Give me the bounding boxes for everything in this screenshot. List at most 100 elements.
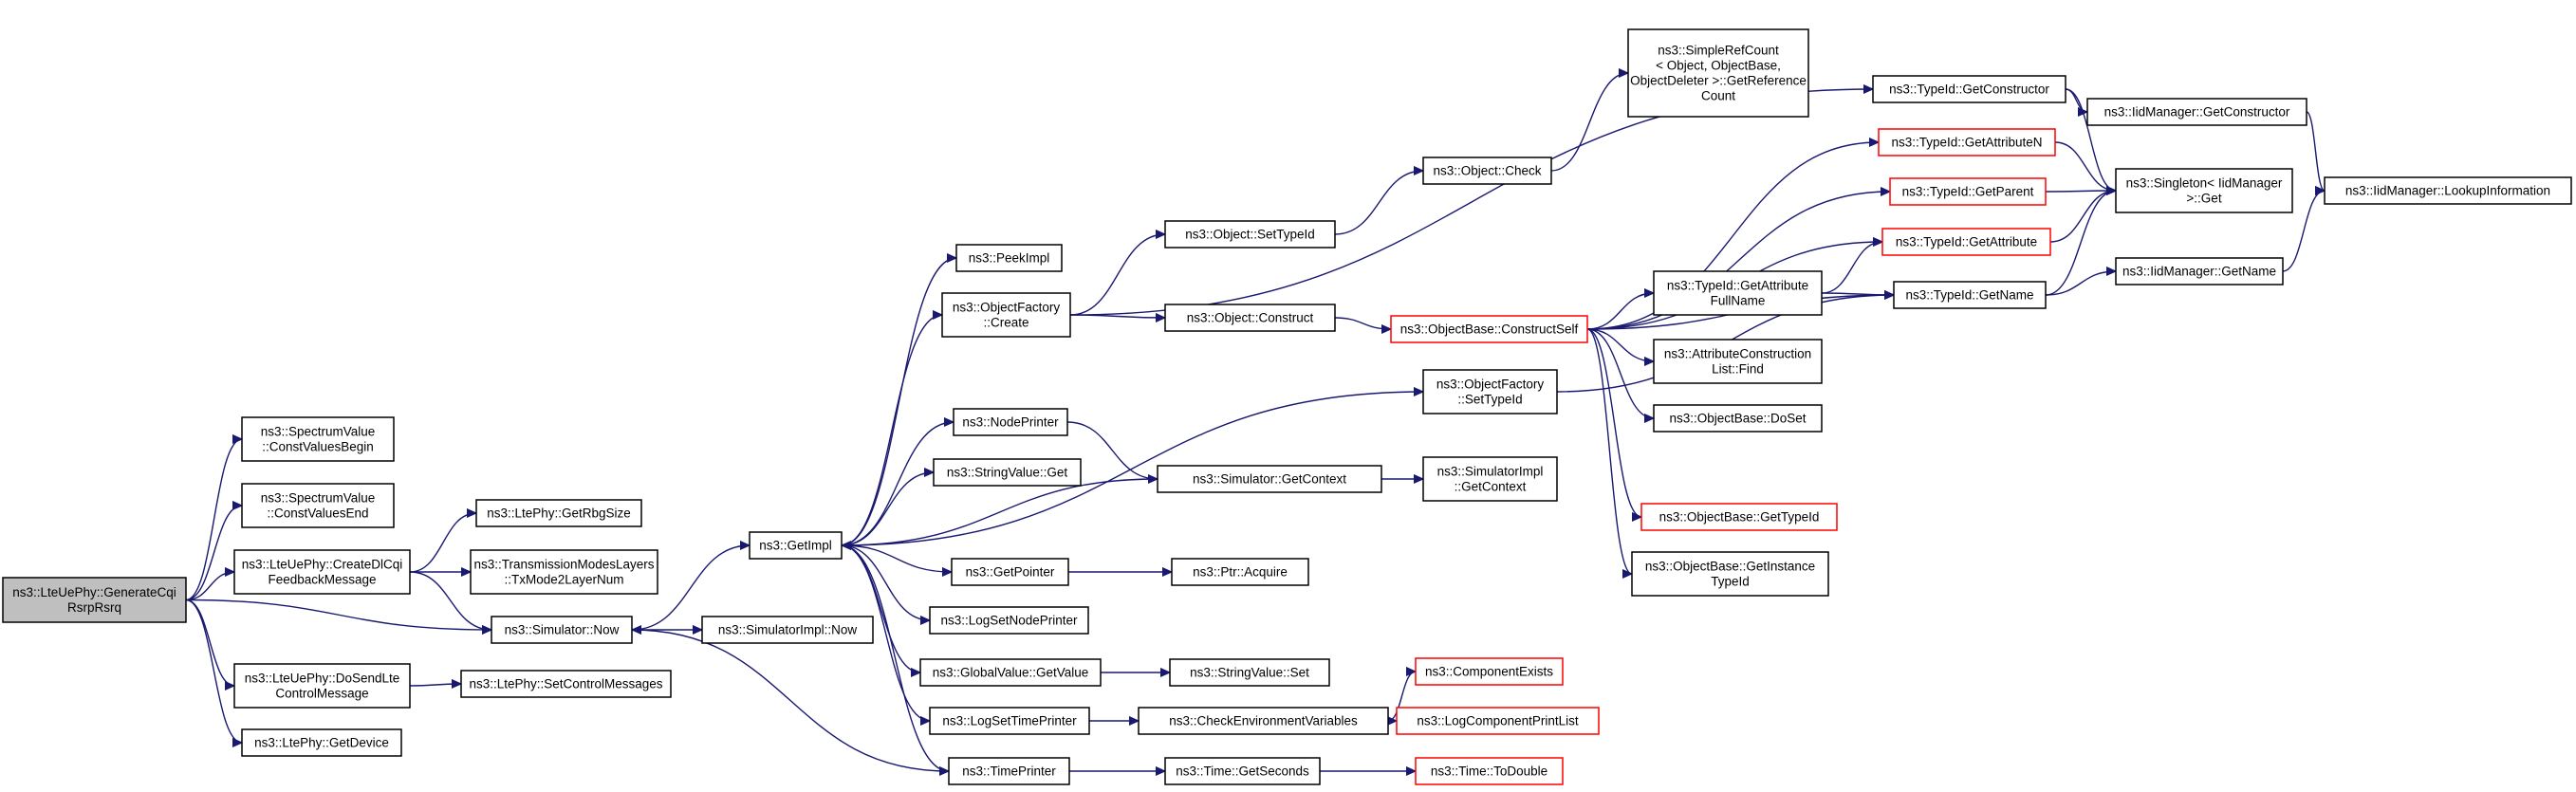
edge-tidgetattrfull-to-tidgetattr bbox=[1821, 242, 1882, 294]
node-label: ns3::LogSetNodePrinter bbox=[940, 613, 1078, 627]
edge-nodeprinter-to-getcontext bbox=[1066, 421, 1158, 479]
edge-tidgetname-to-iidgetname bbox=[2045, 271, 2116, 296]
node-label: ns3::TransmissionModesLayers bbox=[473, 557, 654, 571]
node-objconstruct[interactable]: ns3::Object::Construct bbox=[1164, 304, 1336, 332]
node-label: ns3::TypeId::GetAttribute bbox=[1667, 278, 1808, 292]
node-box bbox=[1390, 315, 1588, 343]
node-label: ns3::StringValue::Set bbox=[1190, 665, 1309, 679]
node-label: ns3::TimePrinter bbox=[962, 764, 1056, 778]
node-box bbox=[951, 558, 1069, 586]
node-ofsettypeid[interactable]: ns3::ObjectFactory::SetTypeId bbox=[1422, 369, 1558, 414]
node-getcontext[interactable]: ns3::Simulator::GetContext bbox=[1157, 465, 1382, 493]
node-tidgetname[interactable]: ns3::TypeId::GetName bbox=[1893, 281, 2047, 309]
node-label: ns3::TypeId::GetParent bbox=[1902, 184, 2034, 198]
node-compexists[interactable]: ns3::ComponentExists bbox=[1415, 657, 1564, 686]
node-label: ns3::Simulator::GetContext bbox=[1193, 471, 1346, 486]
node-box bbox=[1415, 757, 1564, 785]
node-label: ControlMessage bbox=[275, 686, 368, 700]
node-tidgetctor[interactable]: ns3::TypeId::GetConstructor bbox=[1872, 75, 2066, 103]
node-box bbox=[1138, 707, 1389, 735]
node-ptracquire[interactable]: ns3::Ptr::Acquire bbox=[1171, 558, 1309, 586]
edge-cdcqi-to-rbg bbox=[409, 513, 476, 573]
node-box bbox=[1653, 270, 1823, 316]
node-getseconds[interactable]: ns3::Time::GetSeconds bbox=[1164, 757, 1321, 785]
node-box bbox=[1164, 220, 1336, 249]
node-objcheck[interactable]: ns3::Object::Check bbox=[1422, 157, 1552, 185]
node-box bbox=[1889, 177, 2047, 206]
node-box bbox=[241, 483, 395, 528]
node-now[interactable]: ns3::Simulator::Now bbox=[491, 616, 633, 644]
edge-root-to-cve bbox=[185, 506, 242, 601]
node-srcount[interactable]: ns3::SimpleRefCount< Object, ObjectBase,… bbox=[1627, 28, 1809, 118]
node-iidgetctor[interactable]: ns3::IidManager::GetConstructor bbox=[2086, 98, 2307, 126]
node-label: ::GetContext bbox=[1455, 479, 1527, 493]
node-tidgetparent[interactable]: ns3::TypeId::GetParent bbox=[1889, 177, 2047, 206]
node-obgettypeid[interactable]: ns3::ObjectBase::GetTypeId bbox=[1640, 503, 1838, 531]
node-getpointer[interactable]: ns3::GetPointer bbox=[951, 558, 1069, 586]
node-cvb[interactable]: ns3::SpectrumValue::ConstValuesBegin bbox=[241, 416, 395, 462]
node-gvgetvalue[interactable]: ns3::GlobalValue::GetValue bbox=[919, 658, 1102, 687]
node-box bbox=[1422, 456, 1558, 502]
edge-getimpl-to-logsettime bbox=[841, 544, 930, 721]
node-rbg[interactable]: ns3::LtePhy::GetRbgSize bbox=[475, 499, 642, 527]
node-cdcqi[interactable]: ns3::LteUePhy::CreateDlCqiFeedbackMessag… bbox=[233, 549, 411, 595]
node-getimpl[interactable]: ns3::GetImpl bbox=[749, 531, 843, 560]
node-peekimpl[interactable]: ns3::PeekImpl bbox=[955, 244, 1063, 272]
node-obconstructself[interactable]: ns3::ObjectBase::ConstructSelf bbox=[1390, 315, 1588, 343]
node-tidgetattr[interactable]: ns3::TypeId::GetAttribute bbox=[1881, 228, 2051, 256]
node-logsetnode[interactable]: ns3::LogSetNodePrinter bbox=[929, 606, 1089, 635]
node-box bbox=[1157, 465, 1382, 493]
node-label: ns3::SpectrumValue bbox=[261, 490, 376, 505]
node-obdoset[interactable]: ns3::ObjectBase::DoSet bbox=[1653, 404, 1823, 433]
node-getdevice[interactable]: ns3::LtePhy::GetDevice bbox=[241, 728, 402, 757]
node-simnow[interactable]: ns3::SimulatorImpl::Now bbox=[701, 616, 874, 644]
node-singleton[interactable]: ns3::Singleton< IidManager>::Get bbox=[2115, 168, 2293, 213]
node-timeprinter[interactable]: ns3::TimePrinter bbox=[948, 757, 1070, 785]
node-ofcreate[interactable]: ns3::ObjectFactory::Create bbox=[941, 292, 1071, 338]
node-label: ::ConstValuesBegin bbox=[262, 439, 374, 453]
node-label: ns3::IidManager::GetConstructor bbox=[2104, 104, 2290, 119]
node-iidgetname[interactable]: ns3::IidManager::GetName bbox=[2115, 257, 2284, 285]
node-label: ::SetTypeId bbox=[1457, 392, 1522, 406]
node-box bbox=[1653, 339, 1823, 384]
node-label: ns3::TypeId::GetName bbox=[1905, 287, 2033, 302]
node-label: ns3::LogSetTimePrinter bbox=[942, 713, 1077, 728]
node-label: ns3::Ptr::Acquire bbox=[1193, 564, 1288, 579]
edge-getimpl-to-ofcreate bbox=[841, 315, 942, 546]
node-checkenv[interactable]: ns3::CheckEnvironmentVariables bbox=[1138, 707, 1389, 735]
node-iidlookup[interactable]: ns3::IidManager::LookupInformation bbox=[2324, 176, 2572, 205]
node-box bbox=[948, 757, 1070, 785]
node-box bbox=[1169, 658, 1330, 687]
node-label: ns3::GlobalValue::GetValue bbox=[933, 665, 1089, 679]
node-label: ns3::LteUePhy::GenerateCqi bbox=[12, 585, 176, 599]
node-box bbox=[470, 549, 658, 595]
node-setypeid[interactable]: ns3::Object::SetTypeId bbox=[1164, 220, 1336, 249]
node-simimplgetcontext[interactable]: ns3::SimulatorImpl::GetContext bbox=[1422, 456, 1558, 502]
node-svset[interactable]: ns3::StringValue::Set bbox=[1169, 658, 1330, 687]
node-todouble[interactable]: ns3::Time::ToDouble bbox=[1415, 757, 1564, 785]
node-box bbox=[1893, 281, 2047, 309]
node-logcompprint[interactable]: ns3::LogComponentPrintList bbox=[1396, 707, 1600, 735]
node-label: ns3::LteUePhy::CreateDlCqi bbox=[242, 557, 403, 571]
node-label: ns3::SpectrumValue bbox=[261, 424, 376, 438]
node-logsettime[interactable]: ns3::LogSetTimePrinter bbox=[929, 707, 1090, 735]
edge-obconstructself-to-tidgetattrn bbox=[1586, 142, 1879, 330]
node-nodeprinter[interactable]: ns3::NodePrinter bbox=[953, 408, 1068, 436]
edge-root-to-dosend bbox=[185, 599, 234, 687]
edge-obconstructself-to-obdoset bbox=[1586, 328, 1654, 418]
node-svget[interactable]: ns3::StringValue::Get bbox=[933, 458, 1082, 487]
node-box bbox=[2, 577, 187, 623]
node-setctrl[interactable]: ns3::LtePhy::SetControlMessages bbox=[460, 670, 672, 698]
node-label: ns3::ComponentExists bbox=[1425, 664, 1553, 678]
edge-getimpl-to-timeprinter bbox=[841, 544, 949, 771]
node-label: FeedbackMessage bbox=[268, 572, 376, 586]
node-label: ::ConstValuesEnd bbox=[267, 506, 368, 520]
node-tidgetattrn[interactable]: ns3::TypeId::GetAttributeN bbox=[1878, 128, 2056, 157]
node-tml[interactable]: ns3::TransmissionModesLayers::TxMode2Lay… bbox=[470, 549, 658, 595]
node-cve[interactable]: ns3::SpectrumValue::ConstValuesEnd bbox=[241, 483, 395, 528]
